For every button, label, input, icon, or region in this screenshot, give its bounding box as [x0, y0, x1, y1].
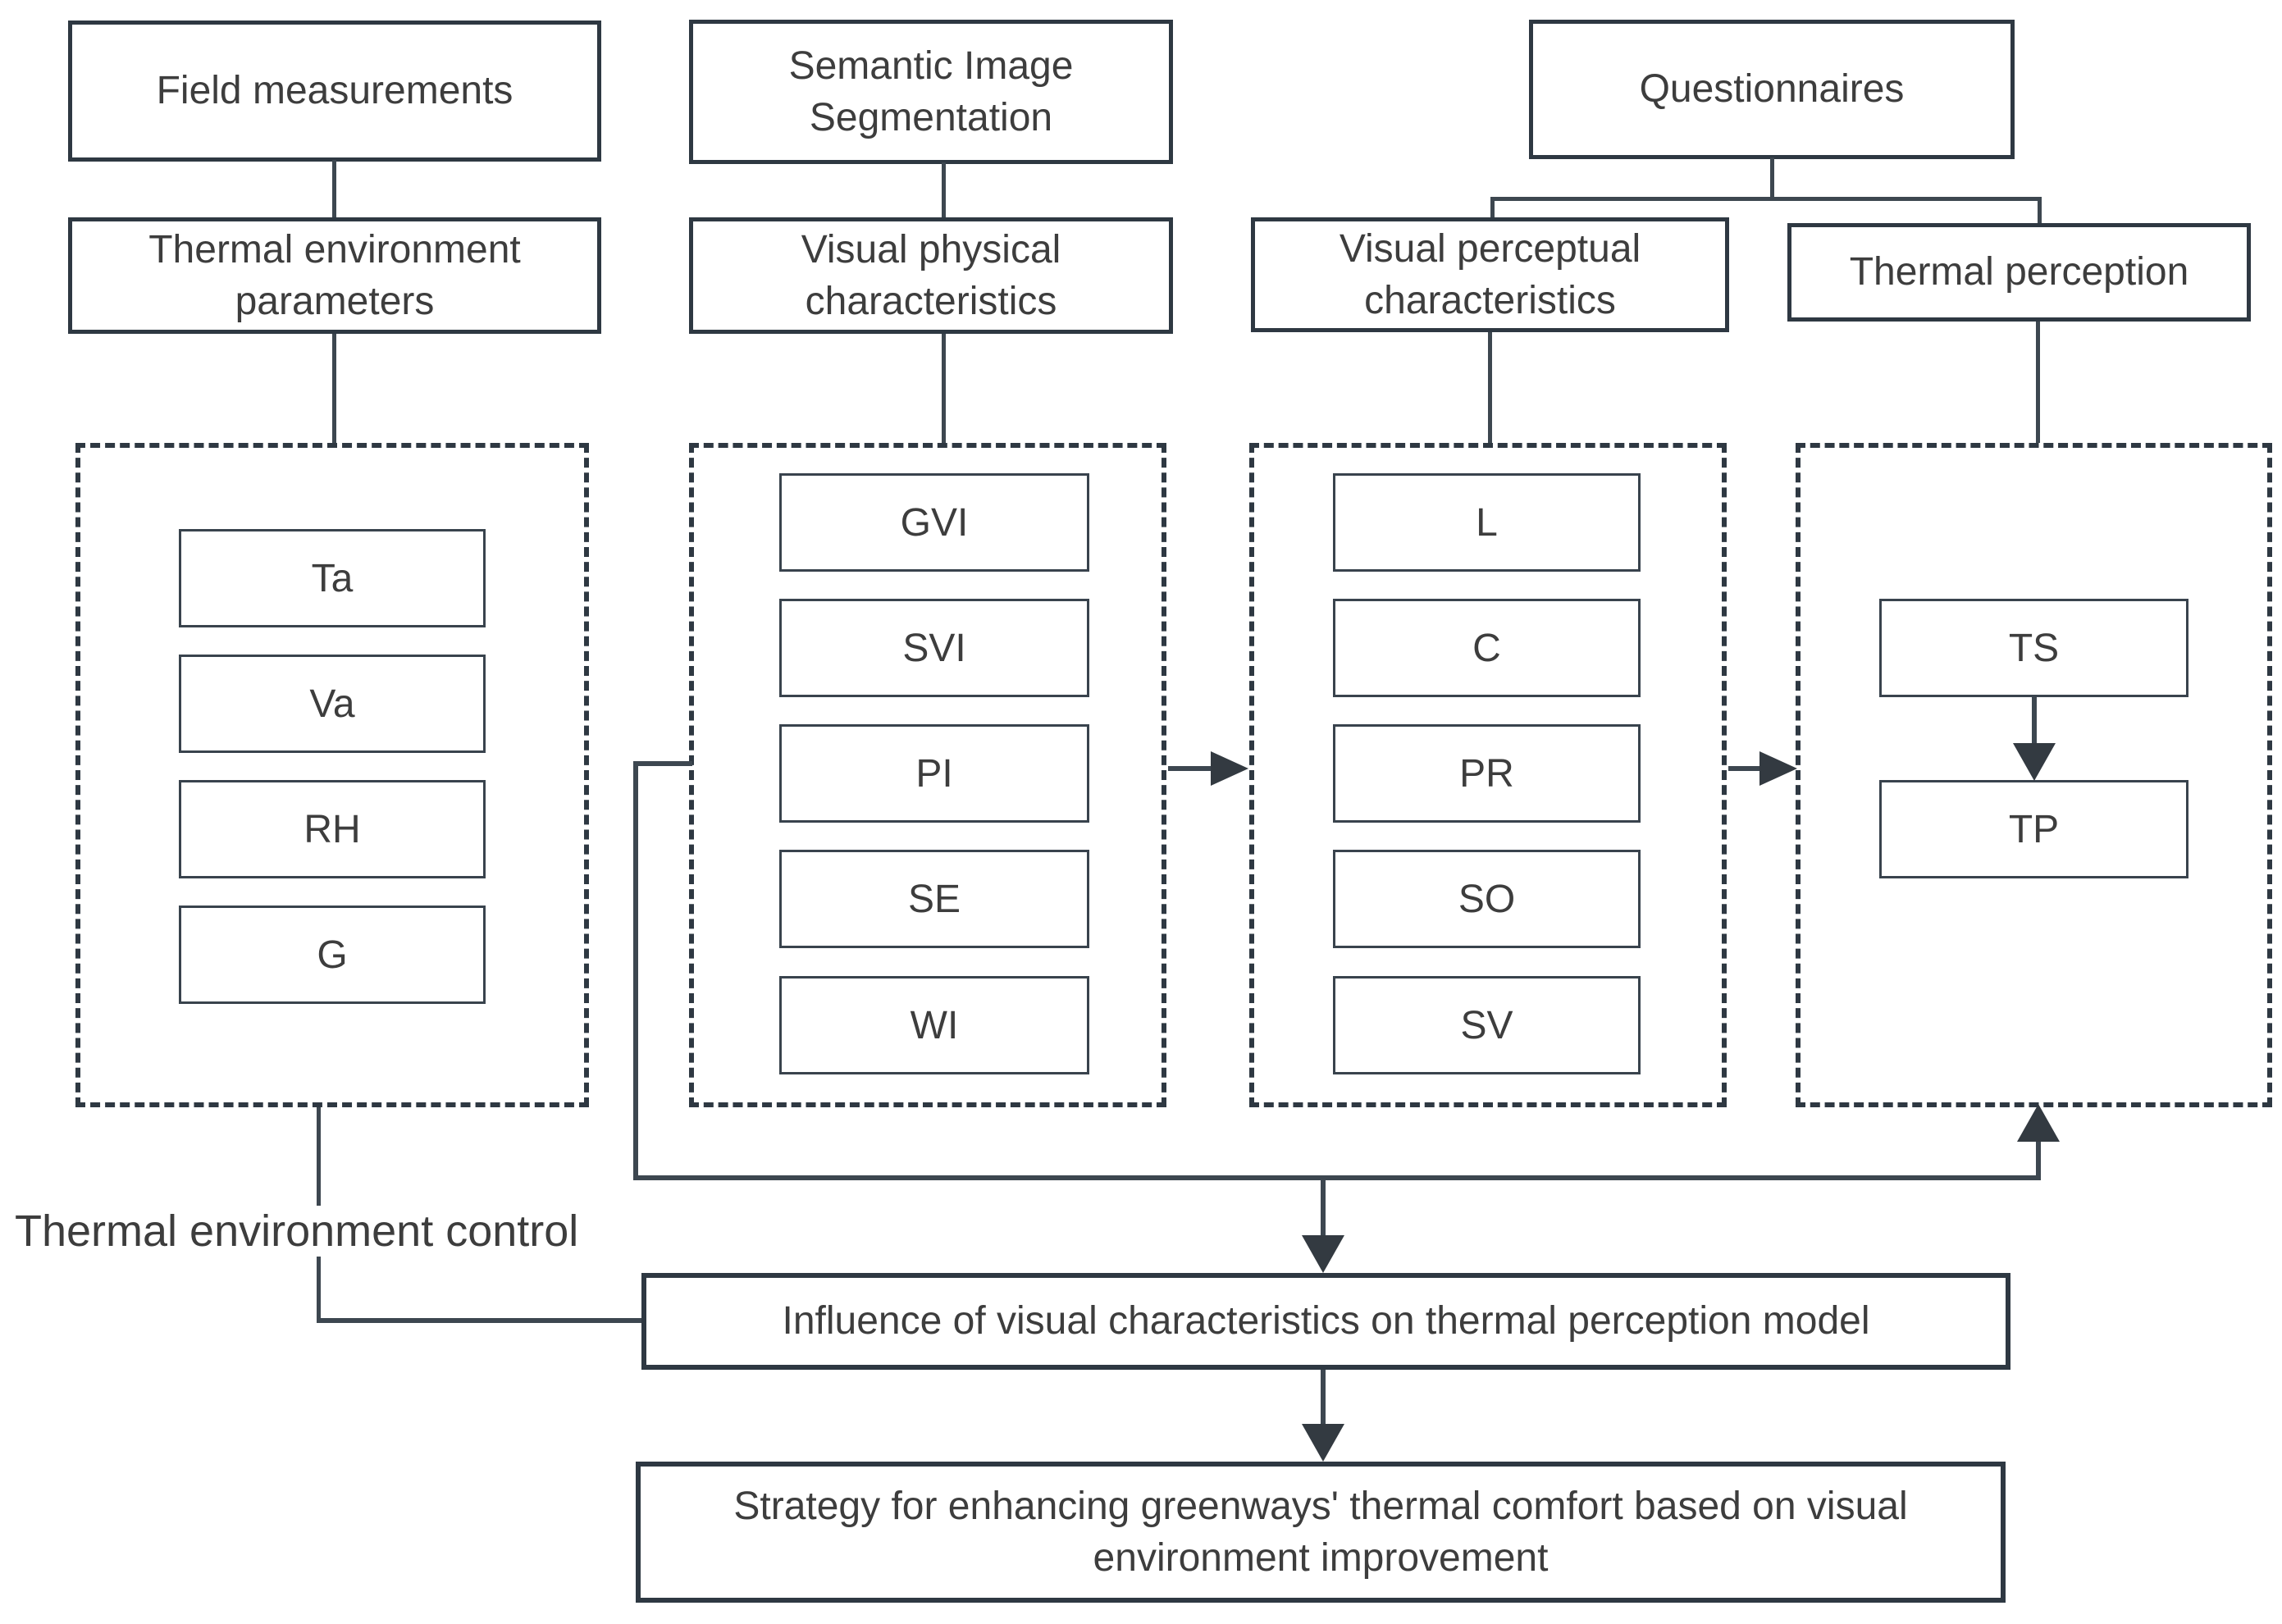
connector-field-to-params — [332, 160, 336, 217]
item-c: C — [1333, 599, 1641, 697]
item-wi: WI — [779, 976, 1089, 1074]
item-tp-label: TP — [2008, 807, 2060, 851]
feedback-down-shaft — [1321, 1175, 1326, 1238]
item-ts-label: TS — [2008, 626, 2060, 670]
box-questionnaires-label: Questionnaires — [1639, 67, 1905, 112]
box-thermal-perception: Thermal perception — [1787, 223, 2251, 322]
item-svi: SVI — [779, 599, 1089, 697]
box-visual-perceptual-characteristics: Visual perceptual characteristics — [1251, 217, 1729, 332]
feedback-up-head — [2017, 1104, 2060, 1142]
box-visual-perceptual-characteristics-label: Visual perceptual characteristics — [1339, 226, 1641, 322]
arrow-physical-to-perceptual-shaft — [1168, 766, 1211, 771]
connector-perception-to-group — [2036, 322, 2040, 443]
connector-questionnaires-branch — [1490, 197, 2042, 201]
box-thermal-environment-parameters: Thermal environment parameters — [68, 217, 601, 334]
box-strategy-label: Strategy for enhancing greenways' therma… — [733, 1484, 1908, 1580]
box-influence-model: Influence of visual characteristics on t… — [641, 1273, 2010, 1370]
item-va: Va — [179, 655, 486, 753]
item-ta: Ta — [179, 529, 486, 627]
item-so: SO — [1333, 850, 1641, 948]
item-c-label: C — [1472, 626, 1501, 670]
box-thermal-perception-label: Thermal perception — [1849, 250, 2189, 294]
box-field-measurements: Field measurements — [68, 21, 601, 162]
connector-segmentation-to-physical — [942, 162, 946, 217]
connector-branch-to-thermal-perception — [2038, 197, 2042, 226]
item-pi-label: PI — [915, 751, 953, 796]
item-g-label: G — [317, 933, 348, 977]
connector-questionnaires-stem — [1770, 157, 1774, 198]
group-visual-physical-characteristics — [689, 443, 1166, 1107]
box-questionnaires: Questionnaires — [1529, 20, 2015, 159]
box-visual-physical-characteristics: Visual physical characteristics — [689, 217, 1173, 334]
item-l-label: L — [1476, 500, 1498, 545]
arrow-perceptual-to-perception-head — [1759, 751, 1797, 786]
item-ta-label: Ta — [311, 556, 354, 600]
item-pi: PI — [779, 724, 1089, 823]
box-semantic-image-segmentation: Semantic Image Segmentation — [689, 20, 1173, 164]
item-sv: SV — [1333, 976, 1641, 1074]
control-horizontal — [317, 1318, 645, 1323]
item-se-label: SE — [907, 877, 961, 921]
connector-perceptual-to-group — [1488, 332, 1492, 443]
connector-physical-to-group — [942, 334, 946, 443]
item-va-label: Va — [309, 682, 355, 726]
item-wi-label: WI — [910, 1003, 959, 1047]
item-gvi: GVI — [779, 473, 1089, 572]
item-pr-label: PR — [1459, 751, 1514, 796]
box-thermal-environment-parameters-label: Thermal environment parameters — [148, 227, 521, 323]
box-field-measurements-label: Field measurements — [156, 69, 513, 113]
feedback-horizontal — [633, 1175, 2041, 1180]
connector-params-to-group — [332, 334, 336, 443]
item-pr: PR — [1333, 724, 1641, 823]
arrow-physical-to-perceptual-head — [1211, 751, 1248, 786]
box-strategy: Strategy for enhancing greenways' therma… — [636, 1462, 2006, 1603]
item-ts: TS — [1879, 599, 2188, 697]
arrow-ts-to-tp-shaft — [2032, 697, 2037, 746]
box-influence-model-label: Influence of visual characteristics on t… — [782, 1299, 1870, 1343]
box-semantic-image-segmentation-label: Semantic Image Segmentation — [788, 43, 1074, 139]
arrow-influence-to-strategy-head — [1302, 1424, 1344, 1462]
feedback-vertical — [633, 761, 638, 1180]
item-so-label: SO — [1458, 877, 1516, 921]
item-rh: RH — [179, 780, 486, 878]
item-sv-label: SV — [1460, 1003, 1513, 1047]
arrow-perceptual-to-perception-shaft — [1728, 766, 1761, 771]
item-gvi-label: GVI — [900, 500, 969, 545]
connector-branch-to-perceptual — [1490, 197, 1495, 220]
item-l: L — [1333, 473, 1641, 572]
group-visual-perceptual-characteristics — [1249, 443, 1727, 1107]
item-svi-label: SVI — [902, 626, 966, 670]
box-visual-physical-characteristics-label: Visual physical characteristics — [801, 227, 1061, 323]
arrow-influence-to-strategy-shaft — [1321, 1370, 1326, 1426]
feedback-up-shaft — [2036, 1138, 2041, 1179]
item-tp: TP — [1879, 780, 2188, 878]
arrow-ts-to-tp-head — [2013, 743, 2056, 781]
feedback-stub — [633, 761, 692, 766]
item-g: G — [179, 906, 486, 1004]
group-thermal-environment-parameters — [75, 443, 589, 1107]
feedback-down-head — [1302, 1235, 1344, 1273]
item-rh-label: RH — [304, 807, 361, 851]
thermal-environment-control-label: Thermal environment control — [7, 1206, 587, 1257]
item-se: SE — [779, 850, 1089, 948]
